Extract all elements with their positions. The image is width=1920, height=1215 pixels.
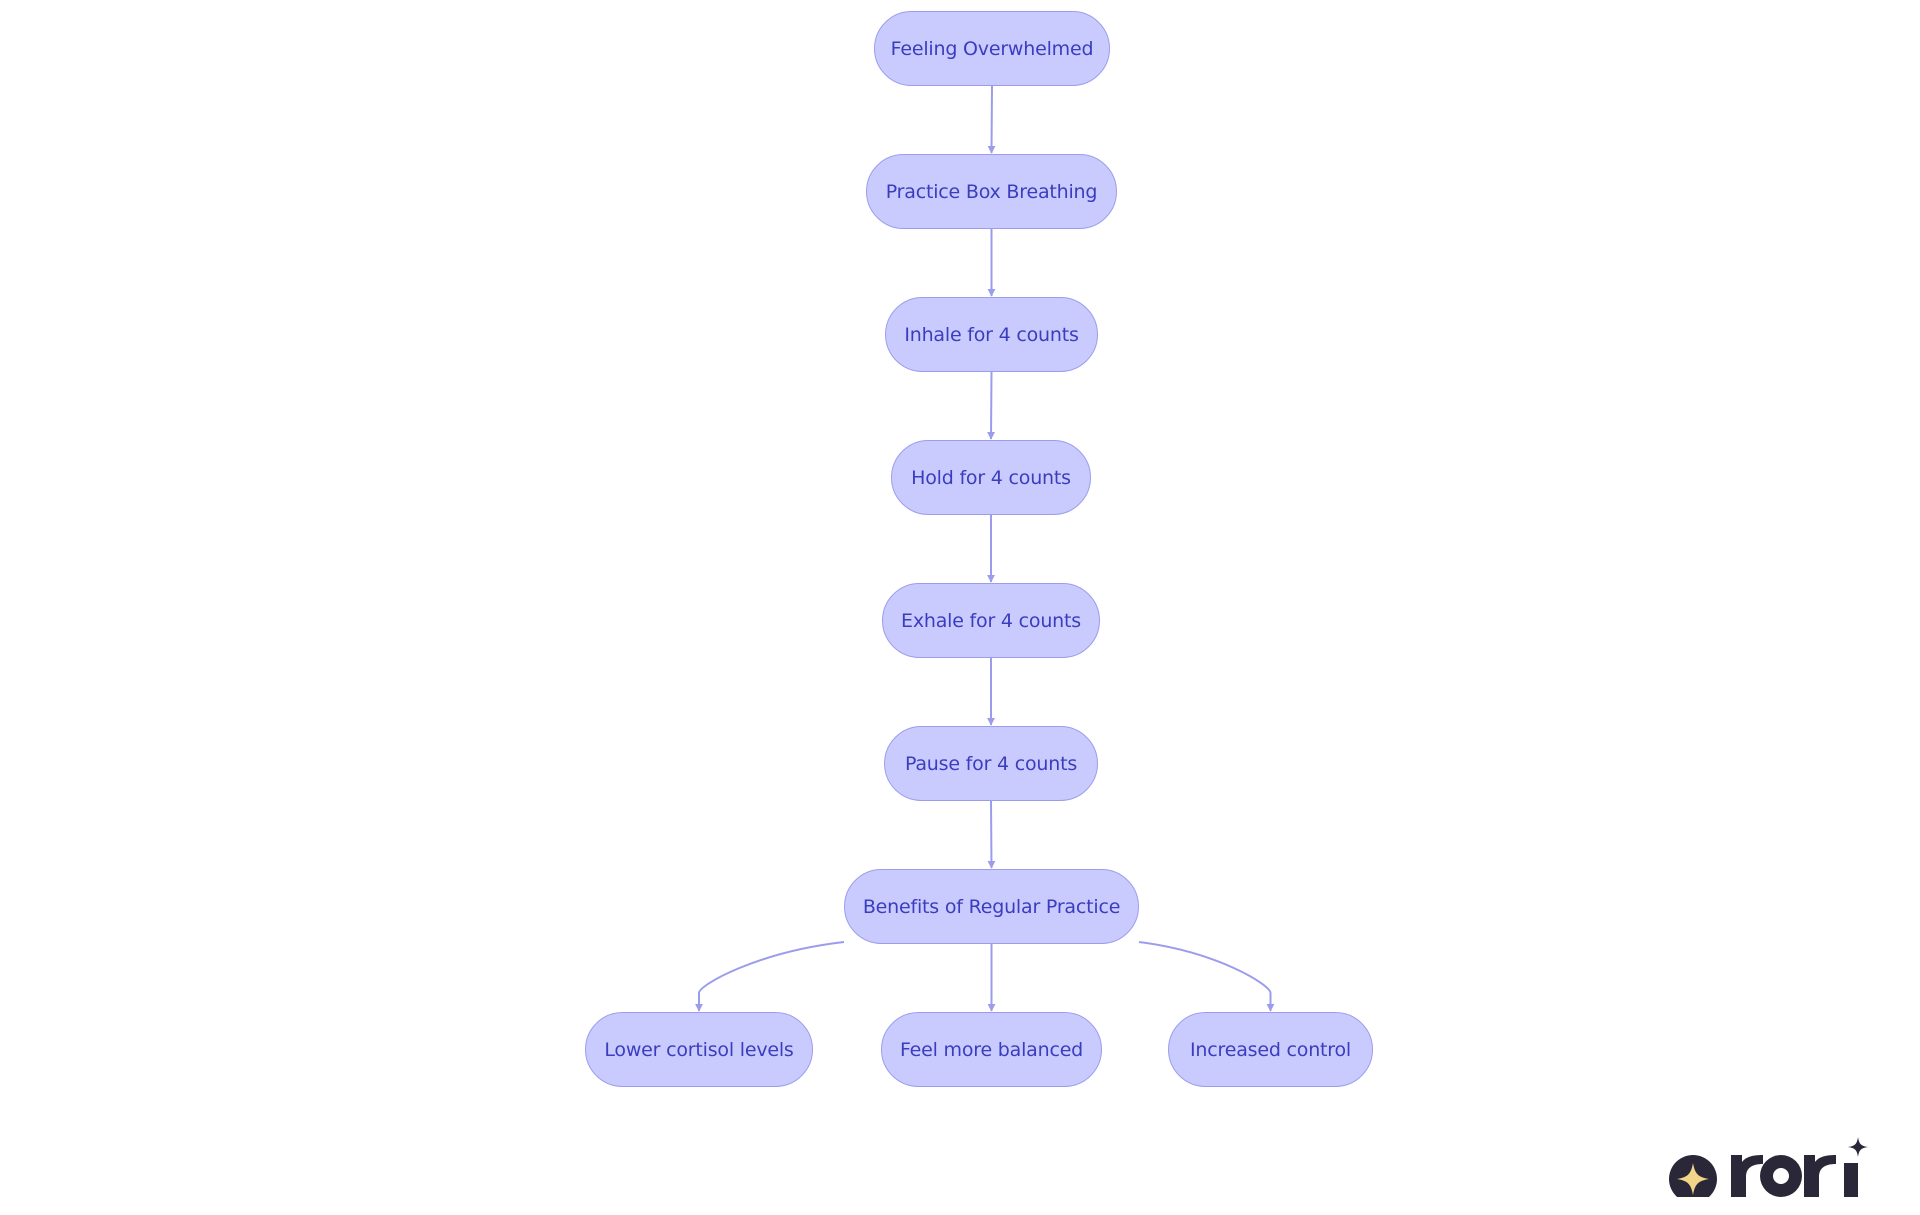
node-pause: Pause for 4 counts bbox=[884, 726, 1098, 801]
node-hold: Hold for 4 counts bbox=[891, 440, 1091, 515]
rori-logo bbox=[1669, 1137, 1868, 1197]
edge-pause-to-benefits bbox=[987, 800, 996, 869]
node-benefits: Benefits of Regular Practice bbox=[844, 869, 1139, 944]
node-lower-cortisol: Lower cortisol levels bbox=[585, 1012, 813, 1087]
edge-benefits-to-lower-cortisol bbox=[695, 941, 845, 1012]
node-feel-balanced: Feel more balanced bbox=[881, 1012, 1102, 1087]
node-exhale: Exhale for 4 counts bbox=[882, 583, 1100, 658]
edge-inhale-to-hold bbox=[987, 371, 996, 440]
node-practice-box-breathing: Practice Box Breathing bbox=[866, 154, 1117, 229]
edge-feeling-overwhelmed-to-practice-box-breathing bbox=[987, 85, 996, 154]
node-increased-control: Increased control bbox=[1168, 1012, 1373, 1087]
edge-benefits-to-increased-control bbox=[1138, 941, 1275, 1012]
node-inhale: Inhale for 4 counts bbox=[885, 297, 1098, 372]
sparkle-icon bbox=[1669, 1155, 1717, 1197]
rori-wordmark bbox=[1731, 1137, 1868, 1197]
node-feeling-overwhelmed: Feeling Overwhelmed bbox=[874, 11, 1110, 86]
